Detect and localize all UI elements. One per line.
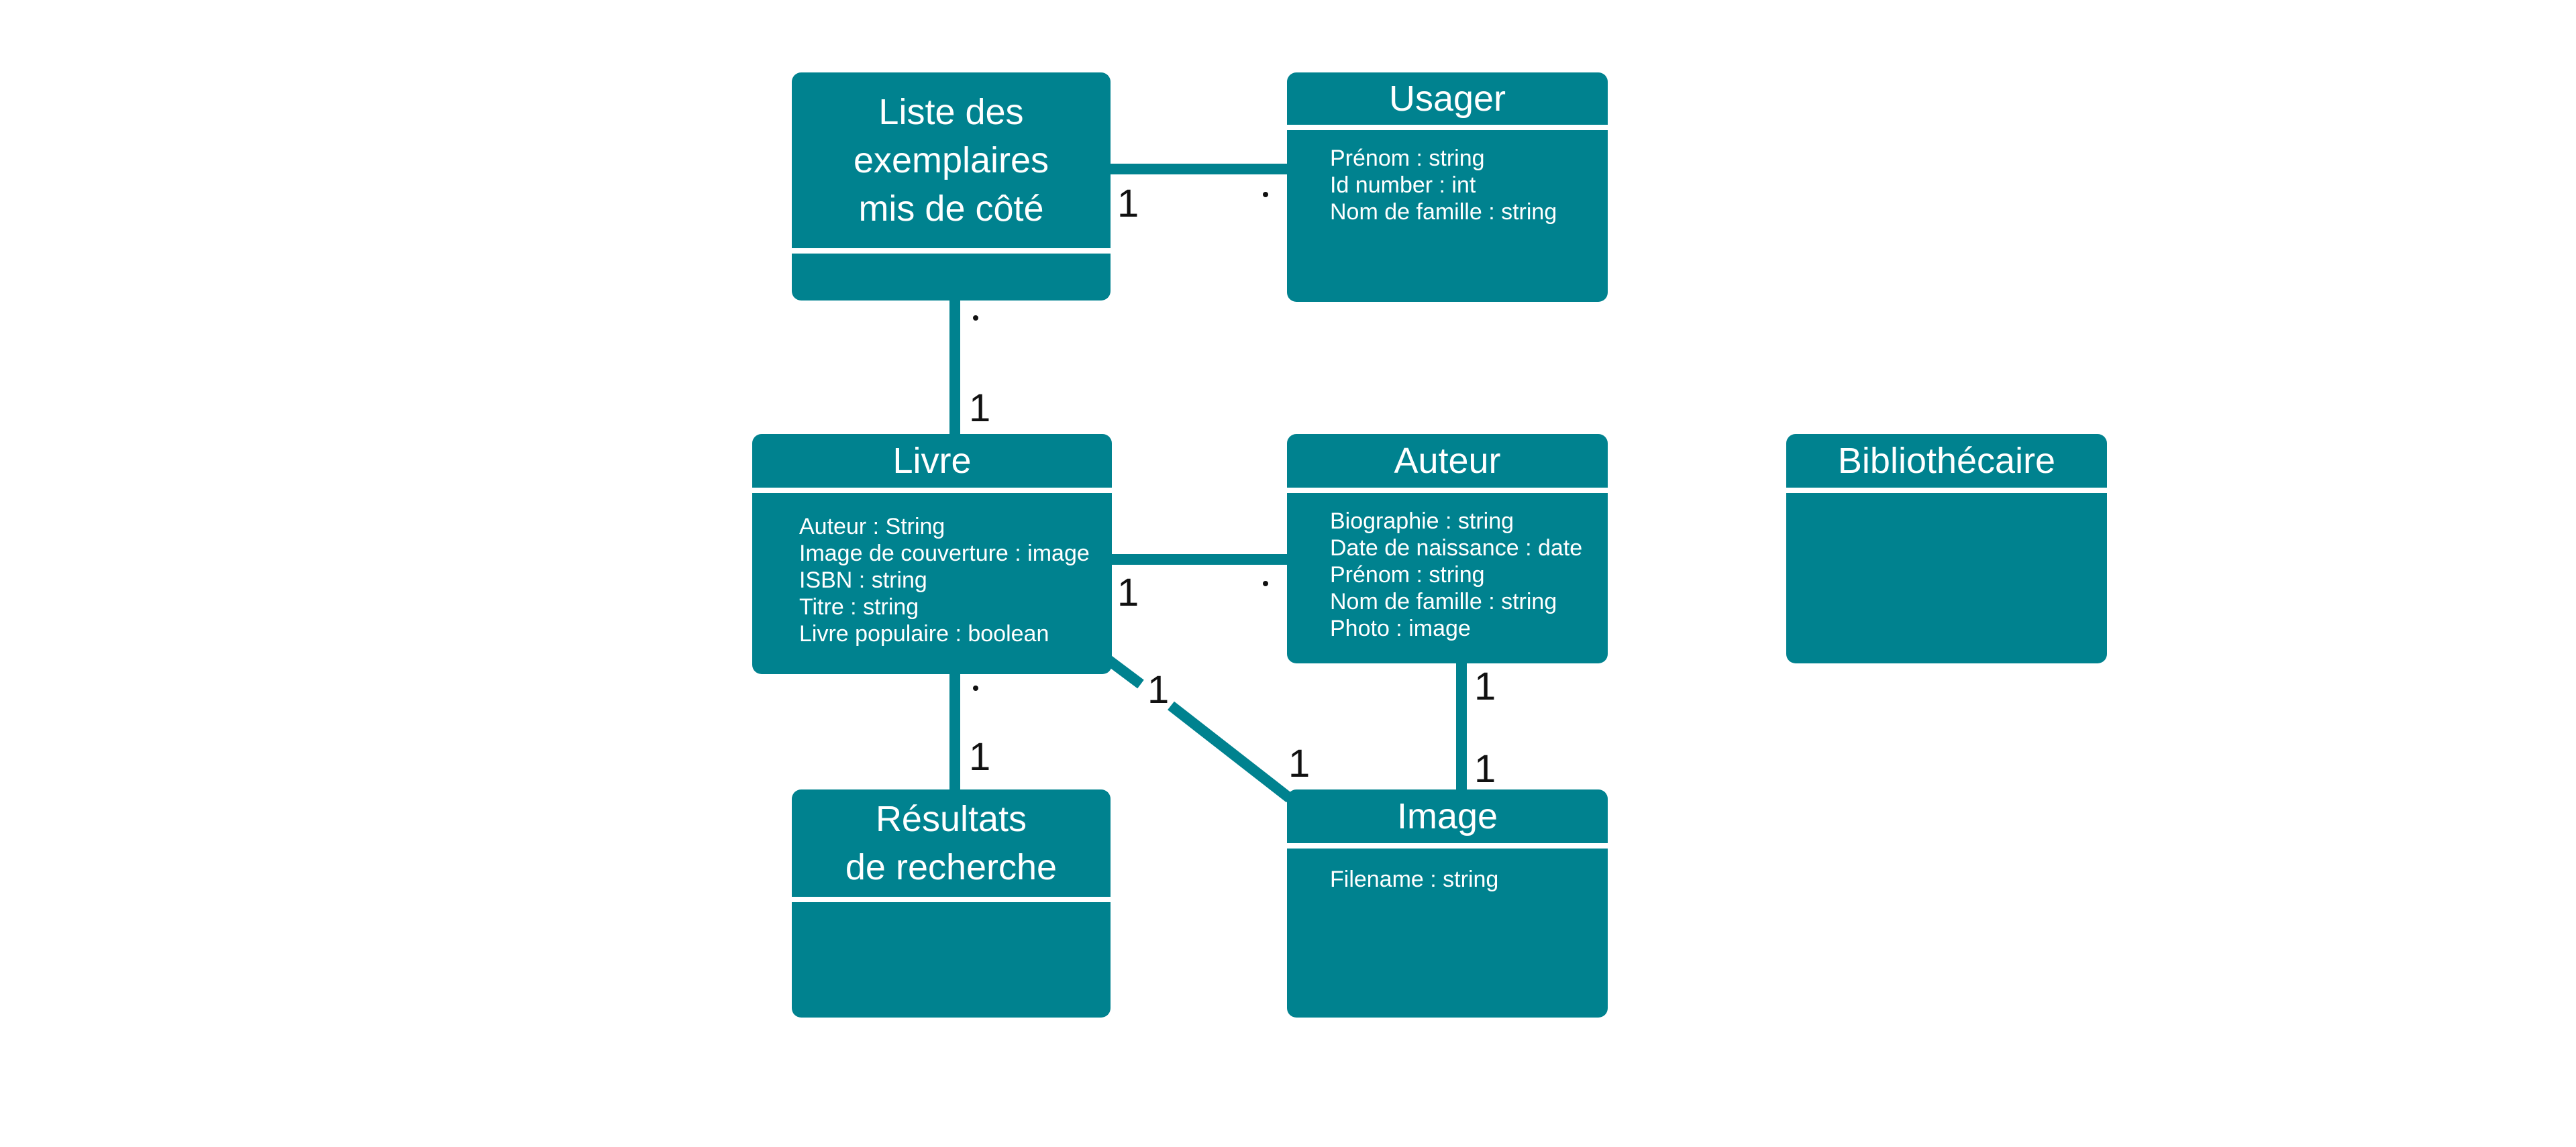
multiplicity-dot	[1263, 581, 1268, 586]
attribute-list: Auteur : String Image de couverture : im…	[752, 493, 1112, 647]
class-auteur: Auteur Biographie : string Date de naiss…	[1287, 434, 1608, 663]
class-separator	[792, 248, 1111, 254]
title-line: Résultats	[875, 799, 1027, 839]
attribute: Prénom : string	[1330, 562, 1485, 588]
attribute: Titre : string	[799, 594, 919, 620]
multiplicity-dot	[973, 315, 978, 321]
class-title: Usager	[1287, 72, 1608, 125]
multiplicity-dot	[1263, 192, 1268, 197]
attribute-list: Prénom : string Id number : int Nom de f…	[1287, 130, 1608, 225]
class-title: Résultats de recherche	[792, 789, 1111, 897]
title-line: Auteur	[1394, 441, 1501, 481]
title-line: exemplaires	[853, 140, 1049, 180]
class-livre: Livre Auteur : String Image de couvertur…	[752, 434, 1112, 674]
attribute: Livre populaire : boolean	[799, 621, 1049, 647]
multiplicity-auteur-image-auteur: 1	[1474, 665, 1496, 708]
multiplicity-liste-usager: 1	[1117, 182, 1139, 225]
title-line: Bibliothécaire	[1837, 441, 2056, 481]
title-line: Image	[1396, 796, 1498, 836]
attribute: Photo : image	[1330, 616, 1471, 641]
multiplicity-livre-auteur: 1	[1117, 571, 1139, 614]
class-resultats-recherche: Résultats de recherche	[792, 789, 1111, 1018]
title-line: Livre	[892, 441, 972, 481]
class-separator	[1287, 488, 1608, 493]
multiplicity-liste-livre: 1	[969, 386, 991, 430]
class-separator	[1287, 843, 1608, 849]
attribute: Id number : int	[1330, 172, 1476, 198]
class-separator	[792, 897, 1111, 902]
assoc-livre-image-a	[1105, 655, 1144, 689]
attribute: Auteur : String	[799, 514, 945, 539]
attribute: Nom de famille : string	[1330, 199, 1557, 225]
class-title: Bibliothécaire	[1786, 434, 2107, 488]
class-separator	[752, 488, 1112, 493]
attribute-list: Biographie : string Date de naissance : …	[1287, 493, 1608, 642]
attribute: Image de couverture : image	[799, 541, 1090, 566]
attribute: Date de naissance : date	[1330, 535, 1583, 561]
class-title: Auteur	[1287, 434, 1608, 488]
class-title: Livre	[752, 434, 1112, 488]
assoc-livre-image-b	[1168, 701, 1293, 803]
class-separator	[1786, 488, 2107, 493]
attribute: Nom de famille : string	[1330, 589, 1557, 614]
attribute: Prénom : string	[1330, 146, 1485, 171]
multiplicity-dot	[973, 686, 978, 691]
attribute: Biographie : string	[1330, 508, 1514, 534]
multiplicity-livre-resultats: 1	[969, 735, 991, 779]
class-image: Image Filename : string	[1287, 789, 1608, 1018]
class-liste-exemplaires: Liste des exemplaires mis de côté	[792, 72, 1111, 301]
title-line: de recherche	[845, 847, 1058, 887]
attribute-list: Filename : string	[1287, 849, 1608, 893]
title-line: Liste des	[878, 92, 1024, 132]
class-bibliothecaire: Bibliothécaire	[1786, 434, 2107, 663]
attribute: ISBN : string	[799, 567, 927, 593]
multiplicity-auteur-image-image: 1	[1474, 747, 1496, 791]
title-line: mis de côté	[858, 188, 1044, 229]
class-title: Liste des exemplaires mis de côté	[792, 72, 1111, 248]
class-separator	[1287, 125, 1608, 130]
class-usager: Usager Prénom : string Id number : int N…	[1287, 72, 1608, 302]
multiplicity-livre-image-image: 1	[1288, 742, 1310, 785]
multiplicity-livre-image-livre: 1	[1147, 668, 1170, 712]
class-title: Image	[1287, 789, 1608, 843]
attribute: Filename : string	[1330, 867, 1499, 892]
title-line: Usager	[1388, 78, 1506, 119]
